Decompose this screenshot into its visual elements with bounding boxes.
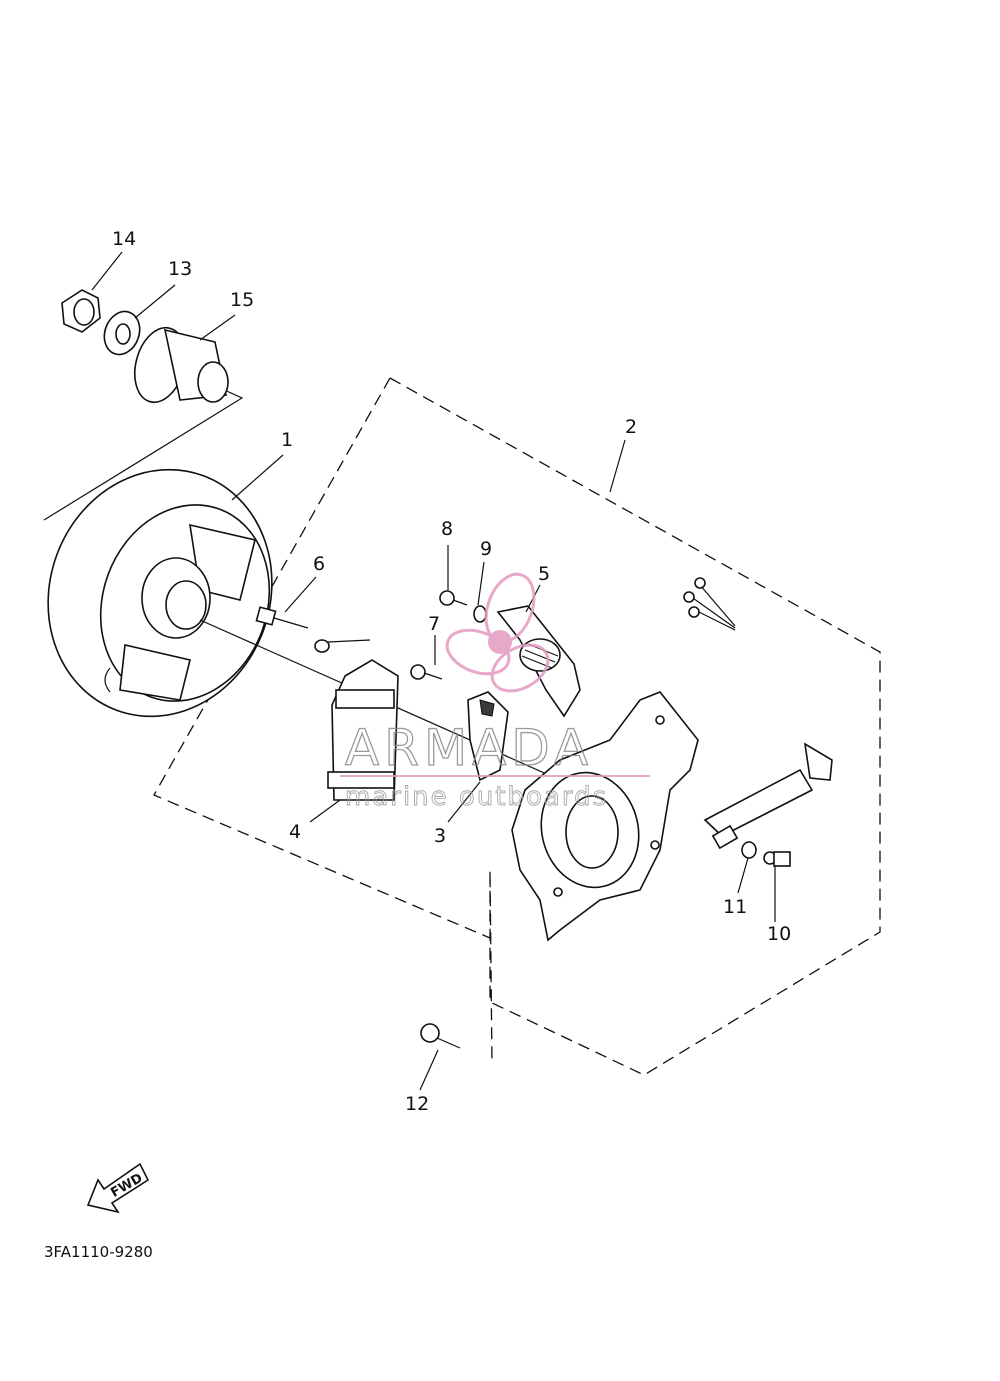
callout-7: 7 [428,613,440,635]
stator-plate [511,691,699,942]
wire-harness [683,577,855,850]
nut [61,289,101,333]
fwd-arrow: FWD [86,1162,150,1214]
callout-15: 15 [230,289,254,311]
bolt [255,606,309,629]
callout-12: 12 [405,1093,429,1115]
callout-10: 10 [767,923,791,945]
callout-labels: 14 13 15 1 2 6 8 9 7 5 4 3 11 10 12 [112,228,791,1115]
washer-9 [473,605,487,623]
watermark: ARMADA marine outboards [340,572,650,812]
washer-11 [741,841,757,859]
ground-clip [314,639,371,653]
callout-5: 5 [538,563,550,585]
drawing-code: 3FA1110-9280 [44,1243,153,1261]
screw-7 [410,664,443,680]
callout-14: 14 [112,228,136,250]
charge-coil [327,659,399,801]
callout-3: 3 [434,825,446,847]
callout-2: 2 [625,416,637,438]
bolt-10 [763,851,791,867]
callout-1: 1 [281,429,293,451]
callout-11: 11 [723,896,747,918]
propeller-logo-icon [445,572,550,693]
watermark-brand: ARMADA [345,719,593,777]
screw-8 [439,590,468,606]
washer [103,310,141,356]
ignition-coil [496,605,581,718]
screw-12 [420,1023,461,1049]
flywheel [47,468,273,718]
callout-6: 6 [313,553,325,575]
assembly-boundary [153,377,881,1076]
pulser-coil [467,691,509,782]
watermark-tagline: marine outboards [345,782,608,812]
bushing [134,326,229,404]
callout-13: 13 [168,258,192,280]
callout-4: 4 [289,821,301,843]
callout-9: 9 [480,538,492,560]
callout-8: 8 [441,518,453,540]
